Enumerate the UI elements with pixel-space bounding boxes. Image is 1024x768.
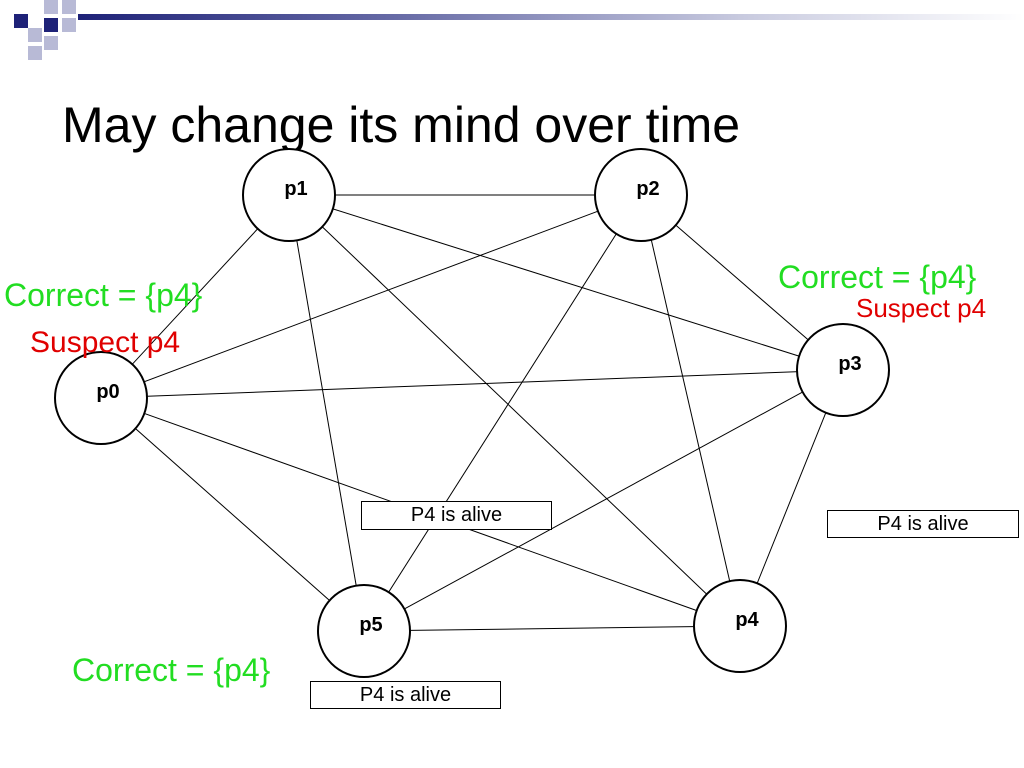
title-bar	[78, 14, 1024, 20]
edge-p0-p2	[100, 194, 642, 399]
node-label: p3	[838, 353, 861, 375]
corner-decoration-square	[14, 14, 28, 28]
node-circle	[796, 323, 890, 417]
edge-p1-p3	[288, 194, 844, 371]
edge-p2-p4	[640, 194, 741, 627]
node-p0: p0	[54, 351, 148, 445]
edge-p1-p5	[288, 194, 365, 632]
nodes: p0 p1 p2 p3 p4 p5	[54, 148, 890, 678]
corner-decoration-square	[28, 46, 42, 60]
node-circle	[594, 148, 688, 242]
corner-decoration-square	[44, 0, 58, 14]
corner-decoration-square	[44, 18, 58, 32]
node-label: p5	[359, 614, 382, 636]
node-label: p0	[96, 381, 119, 403]
node-label: p4	[735, 609, 759, 631]
node-p3: p3	[796, 323, 890, 417]
node-label: p2	[636, 178, 659, 200]
message-box-bottom: P4 is alive	[310, 681, 501, 709]
node-p1: p1	[242, 148, 336, 242]
message-box-right: P4 is alive	[827, 510, 1019, 538]
corner-decoration-square	[44, 36, 58, 50]
p0-suspect-annotation: Suspect p4	[30, 326, 181, 359]
corner-decoration-square	[62, 18, 76, 32]
edge-p2-p5	[363, 194, 642, 632]
node-p5: p5	[317, 584, 411, 678]
edge-p1-p4	[288, 194, 741, 627]
edge-p0-p5	[100, 397, 365, 632]
edge-p4-p5	[363, 625, 741, 632]
p3-suspect-annotation: Suspect p4	[856, 293, 987, 323]
edge-p3-p5	[363, 369, 844, 632]
node-circle	[54, 351, 148, 445]
p0-correct-annotation: Correct = {p4}	[4, 277, 203, 313]
node-circle	[242, 148, 336, 242]
node-circle	[693, 579, 787, 673]
page-title: May change its mind over time	[62, 97, 741, 153]
node-label: p1	[284, 178, 307, 200]
p3-correct-annotation: Correct = {p4}	[778, 259, 977, 295]
p5-correct-annotation: Correct = {p4}	[72, 652, 271, 688]
edge-p0-p3	[100, 369, 844, 399]
message-box-center: P4 is alive	[361, 501, 552, 530]
corner-decoration-square	[62, 0, 76, 14]
node-circle	[317, 584, 411, 678]
corner-decoration-square	[28, 28, 42, 42]
edges	[100, 194, 844, 632]
node-p2: p2	[594, 148, 688, 242]
node-p4: p4	[693, 579, 787, 673]
